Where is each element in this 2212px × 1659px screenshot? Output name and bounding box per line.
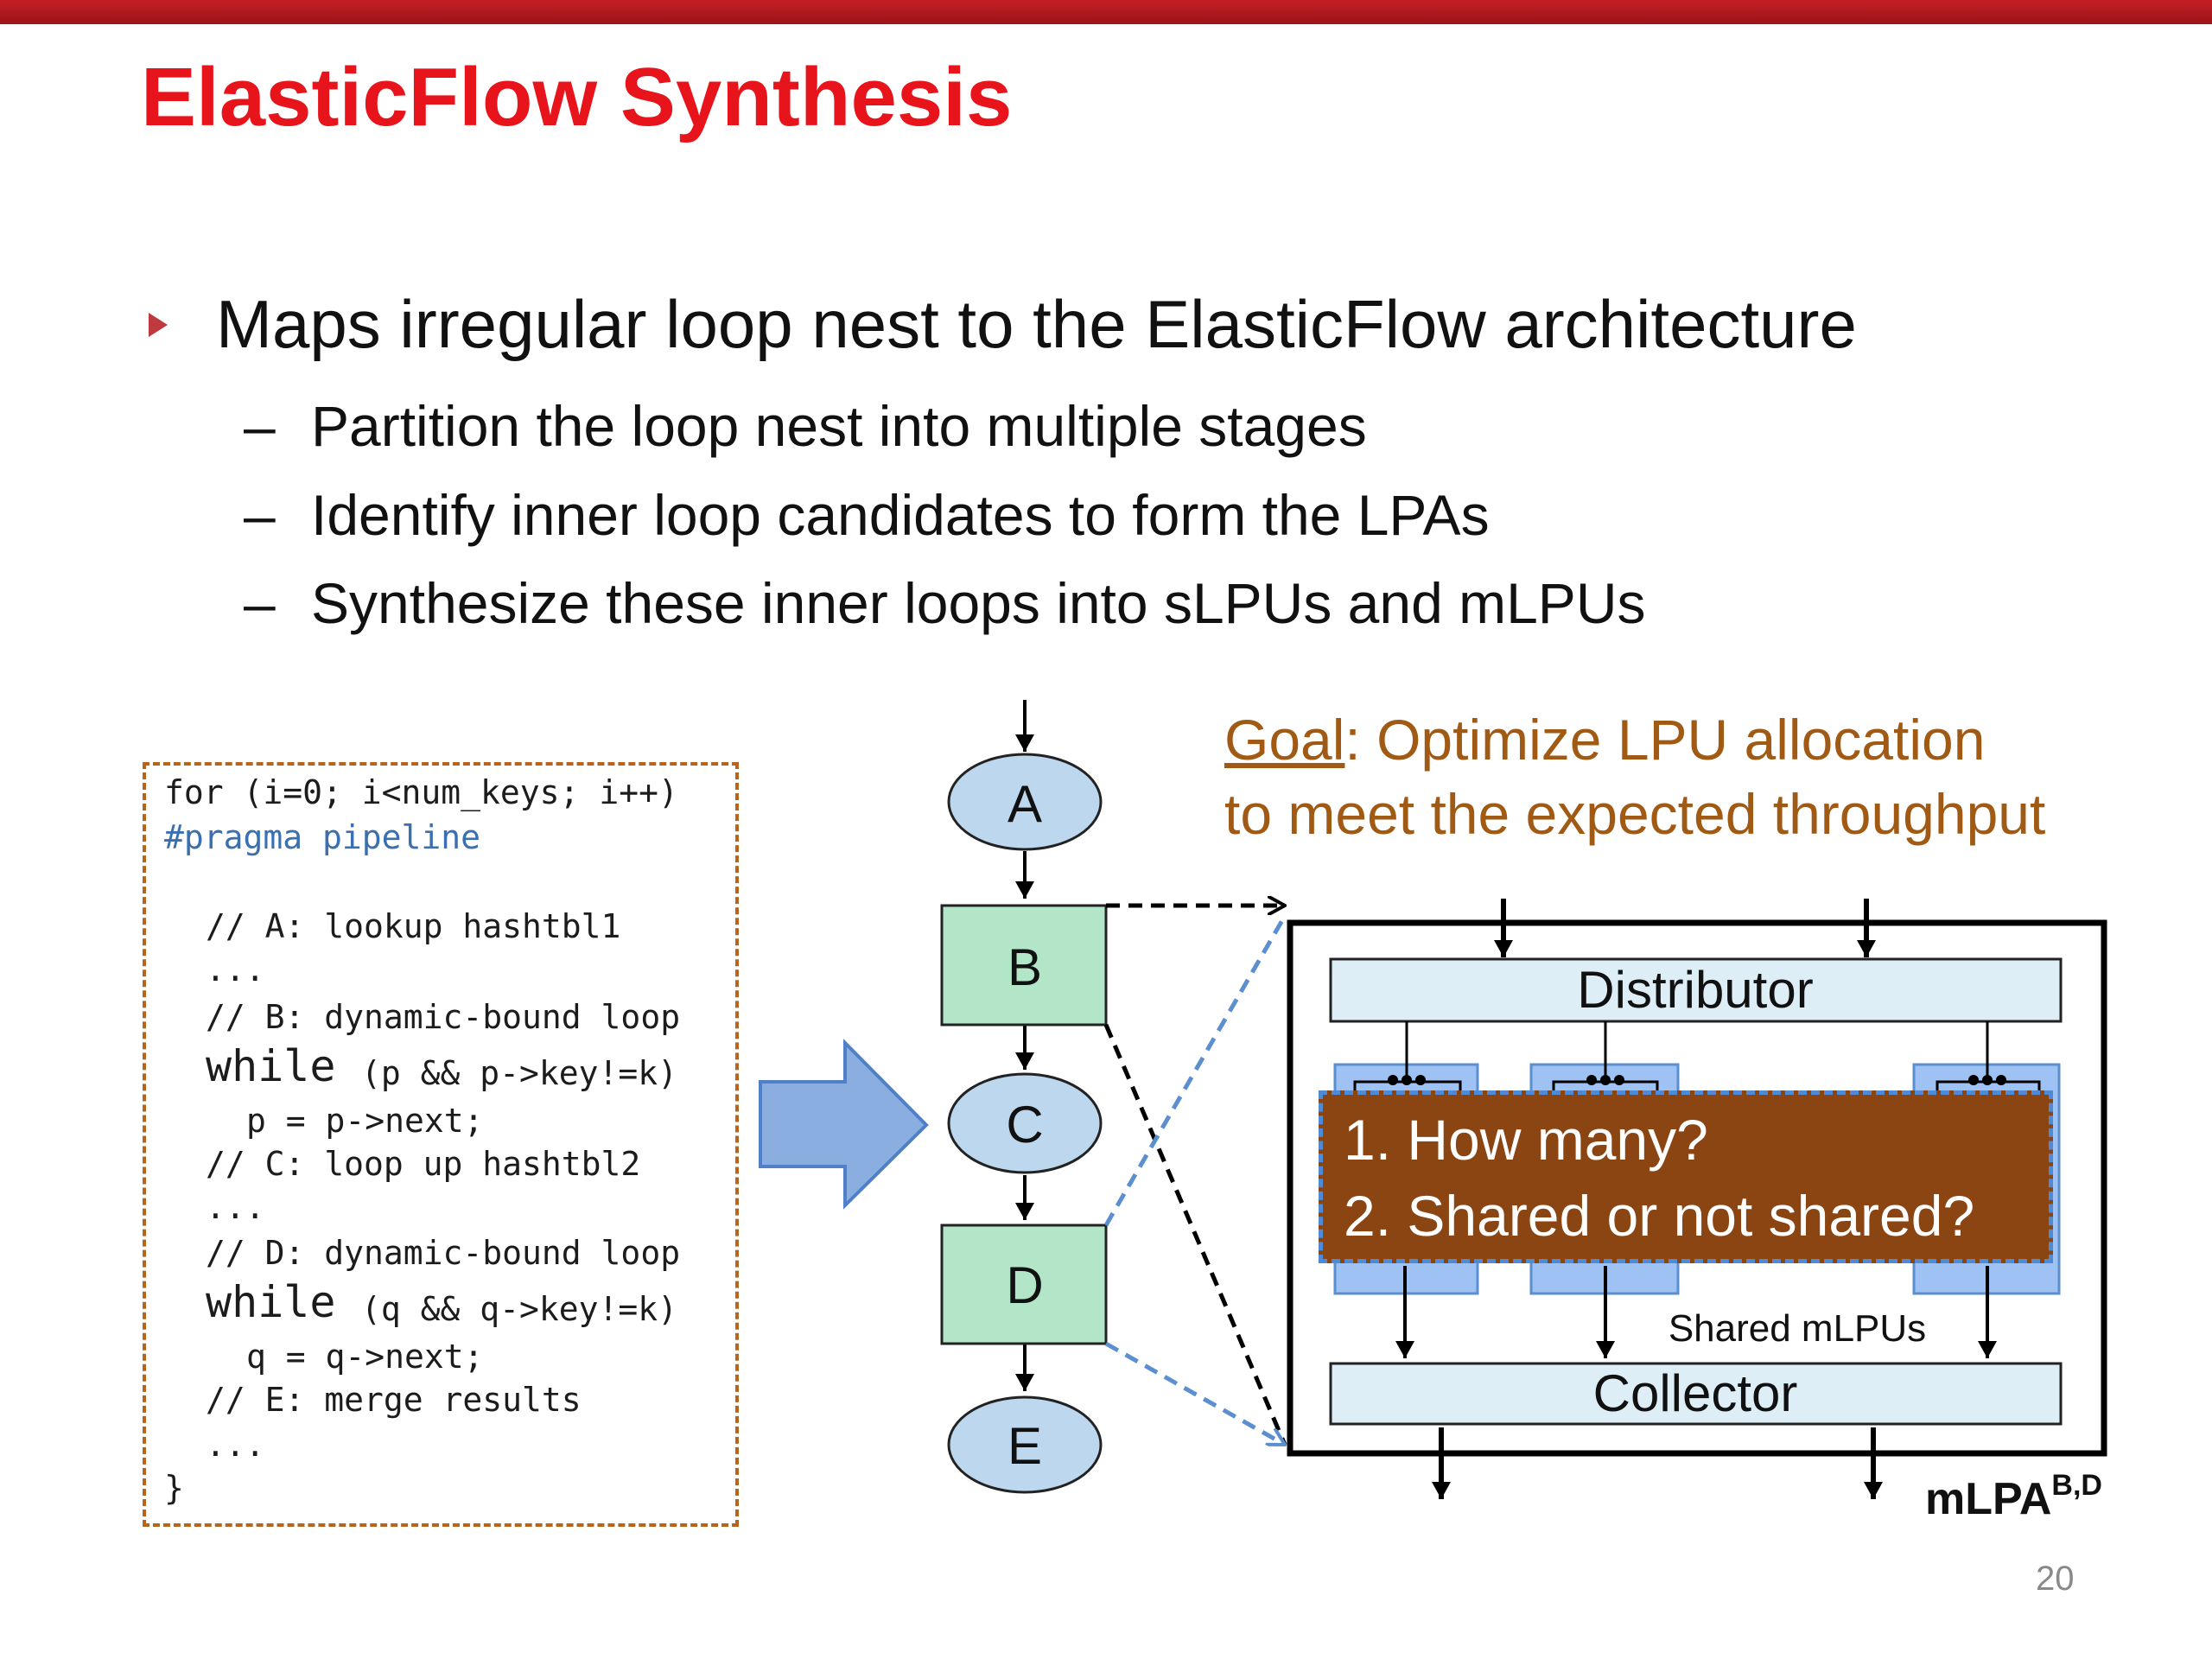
stage-b-label: B <box>1007 938 1042 996</box>
stage-a-node <box>947 753 1103 851</box>
bullet-triangle-icon <box>149 313 168 337</box>
code-condition: (q && q->key!=k) <box>361 1290 678 1328</box>
goal-label: Goal <box>1224 708 1345 772</box>
junction-dots <box>1388 1075 2006 1085</box>
popup-line1: 1. How many? <box>1344 1108 1708 1172</box>
code-comment: // B: dynamic-bound loop <box>206 998 681 1036</box>
stage-e-label: E <box>1007 1417 1042 1475</box>
goal-line2: to meet the expected throughput <box>1224 782 2046 846</box>
distributor-box <box>1329 957 2063 1023</box>
code-ellipsis: ... <box>206 950 265 988</box>
main-bullet: Maps irregular loop nest to the ElasticF… <box>216 286 1857 362</box>
code-ellipsis: ... <box>206 1426 265 1464</box>
top-banner <box>0 0 2212 24</box>
dash-marker: – <box>244 571 276 635</box>
big-arrow-icon <box>759 1039 929 1210</box>
mlpa-label: mLPAB,D <box>1925 1469 2102 1524</box>
code-keyword: while <box>206 1041 336 1091</box>
sub-bullet-1: Partition the loop nest into multiple st… <box>311 394 1367 458</box>
mlpa-superscript: B,D <box>2051 1469 2102 1502</box>
code-listing-box <box>143 762 739 1527</box>
stage-b-box <box>940 904 1108 1027</box>
dashed-blue-connector <box>1103 914 1287 1227</box>
stage-d-label: D <box>1006 1256 1043 1314</box>
code-condition: (p && p->key!=k) <box>361 1054 678 1092</box>
shared-mlpus-label: Shared mLPUs <box>1669 1307 1926 1350</box>
slide-title: ElasticFlow Synthesis <box>141 51 1013 143</box>
distributor-label: Distributor <box>1577 961 1813 1019</box>
goal-line1: : Optimize LPU allocation <box>1344 708 1986 772</box>
code-line: q = q->next; <box>246 1338 484 1376</box>
stage-a-label: A <box>1007 775 1042 833</box>
sub-bullet-2: Identify inner loop candidates to form t… <box>311 483 1490 547</box>
code-comment: // A: lookup hashtbl1 <box>206 907 621 945</box>
collector-label: Collector <box>1593 1364 1798 1422</box>
code-pragma-line: #pragma pipeline <box>164 818 481 856</box>
stage-d-box <box>940 1224 1108 1345</box>
goal-text: Goal: Optimize LPU allocation to meet th… <box>1224 702 2045 851</box>
code-ellipsis: ... <box>206 1188 265 1226</box>
code-line: } <box>164 1469 184 1507</box>
mlpa-name: mLPA <box>1925 1474 2051 1524</box>
popup-line2: 2. Shared or not shared? <box>1344 1184 1975 1248</box>
stage-e-node <box>947 1395 1103 1494</box>
page-number: 20 <box>2036 1560 2075 1598</box>
stage-c-label: C <box>1006 1096 1043 1154</box>
dashed-connector <box>1103 1024 1287 1446</box>
code-comment: // D: dynamic-bound loop <box>206 1234 681 1272</box>
code-line: p = p->next; <box>246 1102 484 1140</box>
question-popup: 1. How many? 2. Shared or not shared? <box>1319 1090 2053 1263</box>
code-comment: // C: loop up hashtbl2 <box>206 1145 641 1183</box>
code-comment: // E: merge results <box>206 1381 582 1419</box>
code-keyword: while <box>206 1277 336 1327</box>
sub-bullet-3: Synthesize these inner loops into sLPUs … <box>311 571 1646 635</box>
code-line: for (i=0; i<num_keys; i++) <box>164 773 678 811</box>
dash-marker: – <box>244 394 276 458</box>
collector-box <box>1329 1362 2063 1426</box>
dashed-blue-arrow <box>1104 1341 1285 1447</box>
dash-marker: – <box>244 483 276 547</box>
stage-c-node <box>947 1072 1103 1174</box>
